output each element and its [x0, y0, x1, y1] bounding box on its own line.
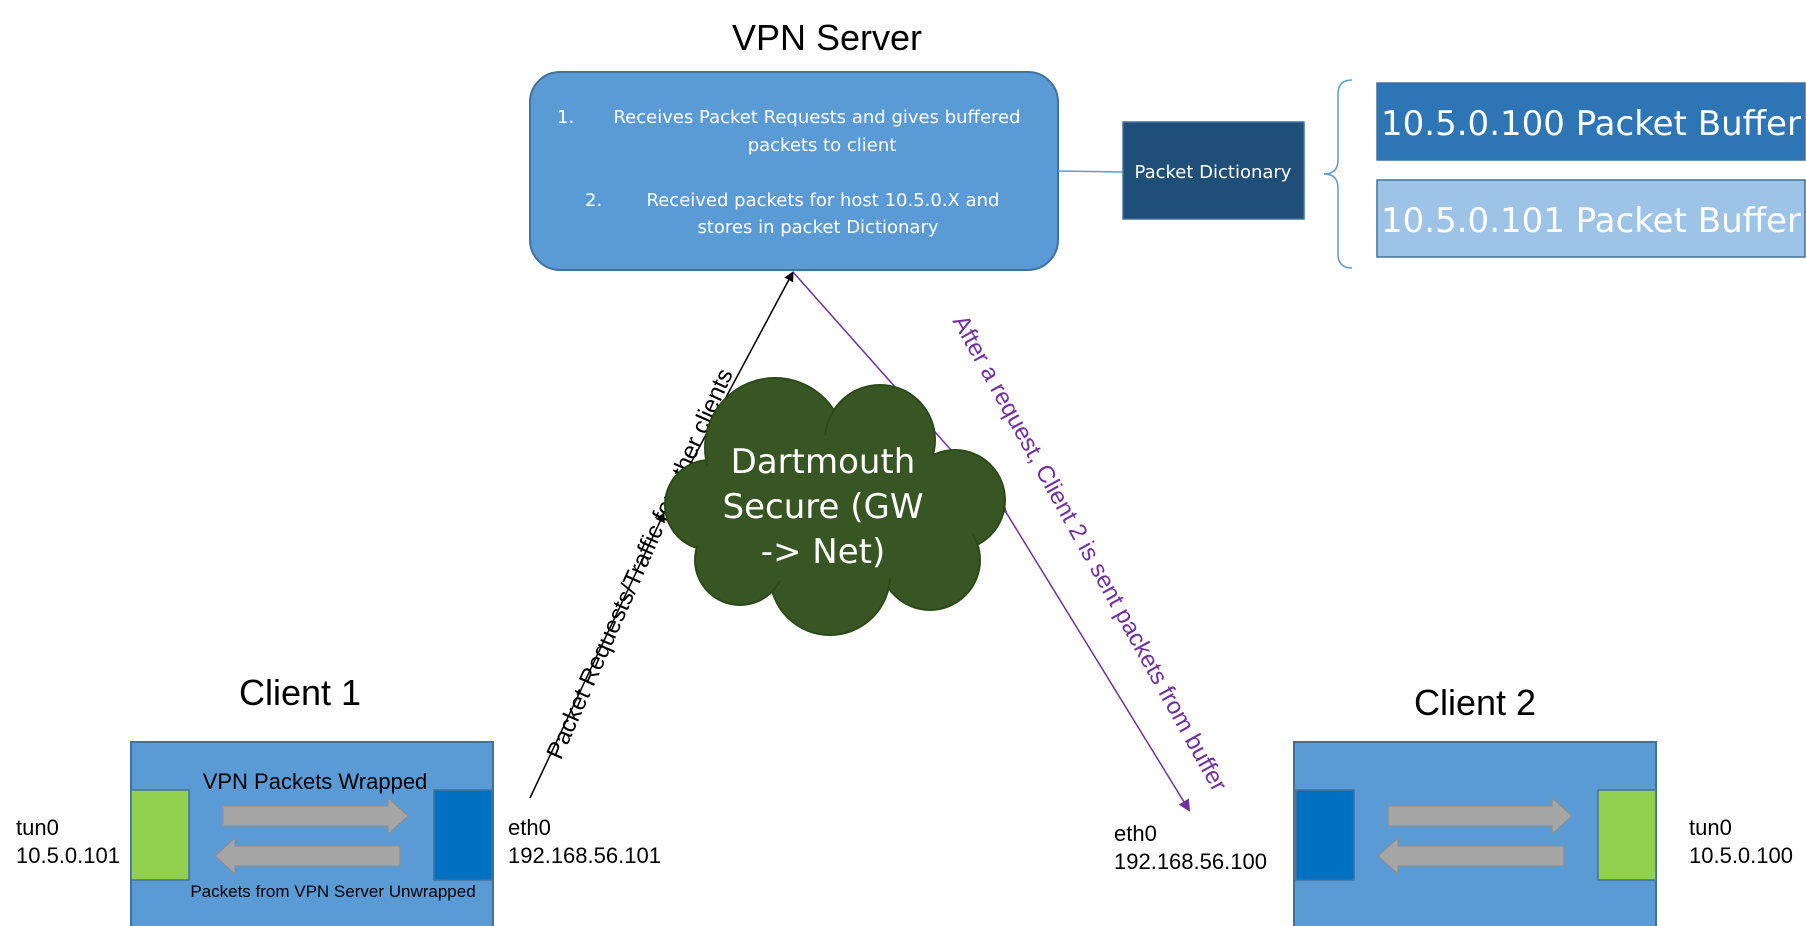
client1-eth0-ip: 192.168.56.101 [508, 843, 661, 868]
server-item-2-number: 2. [585, 190, 602, 211]
response-arrow-segment-2 [1003, 508, 1191, 812]
client1-unwrap-label: Packets from VPN Server Unwrapped [190, 882, 475, 901]
client2-title: Client 2 [1414, 682, 1536, 723]
client1-tun0-name: tun0 [16, 815, 59, 840]
cloud-line-2: Secure (GW [723, 487, 924, 527]
server-dictionary-connector [1057, 170, 1124, 173]
client2-eth0-interface [1295, 789, 1355, 881]
packet-dictionary-box [1122, 121, 1305, 220]
client1-eth0-interface [433, 789, 493, 881]
client1-box [130, 741, 494, 926]
server-title: VPN Server [732, 17, 922, 58]
client1-unwrap-arrow [214, 836, 401, 876]
client2-tun0-name: tun0 [1689, 815, 1732, 840]
client1-tun0-interface [130, 789, 190, 881]
packet-buffer-101 [1376, 179, 1806, 258]
response-arrow-label: After a request, Client 2 is sent packet… [947, 311, 1232, 796]
client2-right-arrow [1387, 796, 1573, 836]
packet-buffer-101-label: 10.5.0.101 Packet Buffer [1381, 201, 1801, 241]
cloud-line-1: Dartmouth [731, 442, 916, 482]
server-item-1-number: 1. [557, 107, 574, 128]
buffer-brace [1323, 79, 1353, 269]
dartmouth-cloud [664, 377, 1006, 636]
packet-dictionary-label: Packet Dictionary [1135, 162, 1292, 183]
client1-wrap-label: VPN Packets Wrapped [203, 769, 428, 794]
server-item-1-line2: packets to client [748, 135, 897, 156]
client1-wrap-arrow [222, 796, 409, 836]
server-item-2-line2: stores in packet Dictionary [697, 217, 938, 238]
cloud-line-3: -> Net) [761, 532, 886, 572]
packet-buffer-100-label: 10.5.0.100 Packet Buffer [1381, 104, 1801, 144]
server-item-1-line1: Receives Packet Requests and gives buffe… [613, 107, 1020, 128]
client2-eth0-ip: 192.168.56.100 [1114, 849, 1267, 874]
client2-eth0-name: eth0 [1114, 821, 1157, 846]
client1-eth0-name: eth0 [508, 815, 551, 840]
request-arrow-segment-1 [529, 512, 665, 799]
server-item-2-line1: Received packets for host 10.5.0.X and [647, 190, 1000, 211]
client1-tun0-ip: 10.5.0.101 [16, 843, 120, 868]
client2-left-arrow [1377, 836, 1565, 876]
client2-tun0-interface [1597, 789, 1657, 881]
client1-title: Client 1 [239, 672, 361, 713]
client2-tun0-ip: 10.5.0.100 [1689, 843, 1793, 868]
server-box [529, 71, 1059, 271]
packet-buffer-100 [1376, 82, 1806, 161]
